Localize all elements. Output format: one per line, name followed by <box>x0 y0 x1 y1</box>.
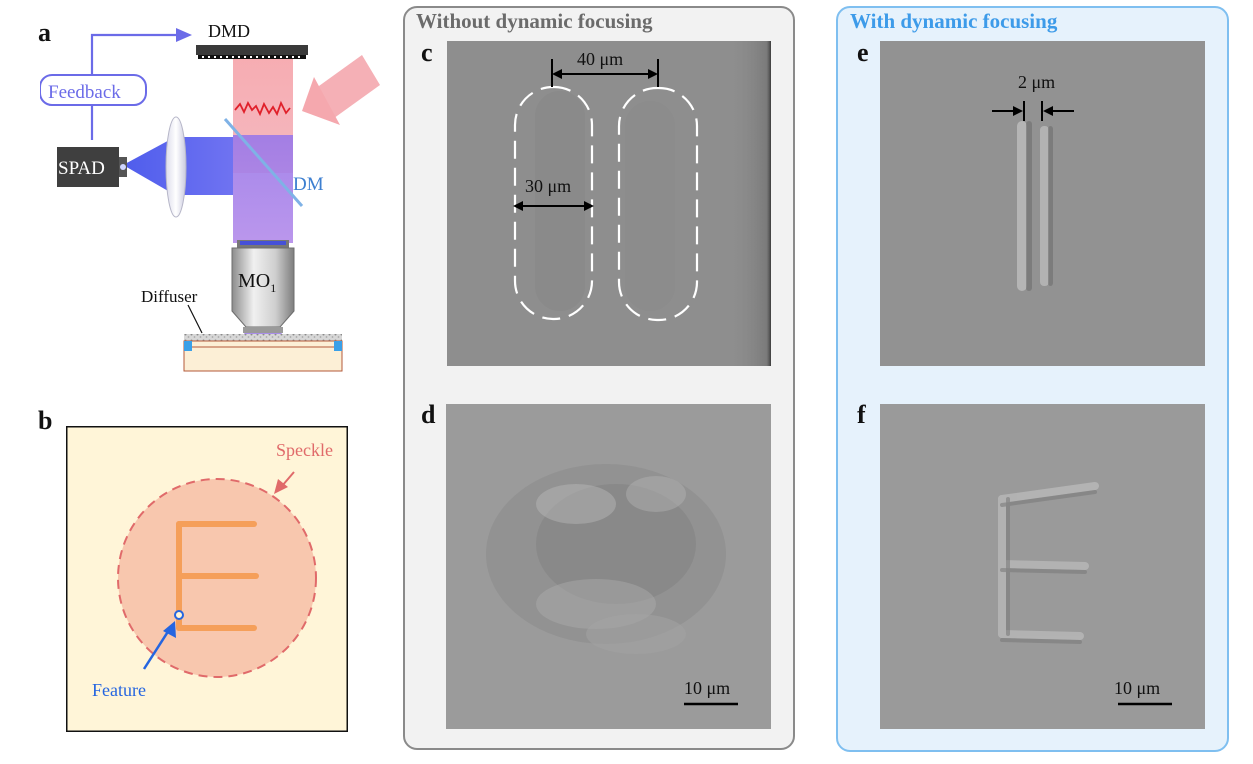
dmd-label: DMD <box>208 21 251 41</box>
panel-label-f: f <box>857 400 866 429</box>
panel-label-a: a <box>38 18 51 47</box>
distorted-wavefront <box>234 100 291 117</box>
objective-label: MO1 <box>238 270 277 295</box>
feedback-arrowhead <box>176 28 192 42</box>
panel-label-b: b <box>38 406 53 435</box>
patterned-letter-e <box>998 482 1099 644</box>
speckle-feature-diagram <box>66 426 348 732</box>
feedback-label: Feedback <box>48 82 121 103</box>
with-group-title: With dynamic focusing <box>850 9 1058 33</box>
feature-label: Feature <box>92 680 146 700</box>
dm-label: DM <box>293 174 324 195</box>
trench-outline-left <box>513 85 594 321</box>
feedback-box <box>40 74 147 106</box>
trench-outline-right <box>617 86 699 322</box>
diffuser-label: Diffuser <box>141 287 198 306</box>
dichroic-mirror <box>223 118 304 207</box>
diffuser-layer <box>184 334 342 341</box>
micrograph-f <box>880 404 1205 729</box>
collection-lens <box>165 116 187 218</box>
spad-detector <box>57 147 119 187</box>
panel-label-c: c <box>421 38 433 67</box>
gap-measure-label: 2 μm <box>1018 72 1056 92</box>
micrograph-c <box>447 41 771 366</box>
feature-marker <box>174 610 184 620</box>
micrograph-d <box>446 404 771 729</box>
width-measure-label: 30 μm <box>525 176 572 196</box>
feature-arrowhead <box>163 621 176 638</box>
scale-bar-label-f: 10 μm <box>1114 678 1161 698</box>
optical-setup-schematic <box>40 28 380 372</box>
scale-bar-label-d: 10 μm <box>684 678 731 698</box>
without-group-title: Without dynamic focusing <box>416 9 653 33</box>
speckle-arrowhead <box>274 479 288 494</box>
panel-label-d: d <box>421 400 436 429</box>
spad-label: SPAD <box>58 158 105 179</box>
spacing-measure-label: 40 μm <box>577 49 624 69</box>
sample-chamber <box>183 340 343 372</box>
combined-beam <box>233 135 293 243</box>
panel-label-e: e <box>857 38 869 67</box>
speckle-label: Speckle <box>276 440 333 460</box>
incoming-laser-beam <box>312 55 380 121</box>
dmd-device <box>196 45 308 55</box>
micrograph-e <box>880 41 1205 366</box>
incoming-beam-arrowhead <box>302 77 340 125</box>
